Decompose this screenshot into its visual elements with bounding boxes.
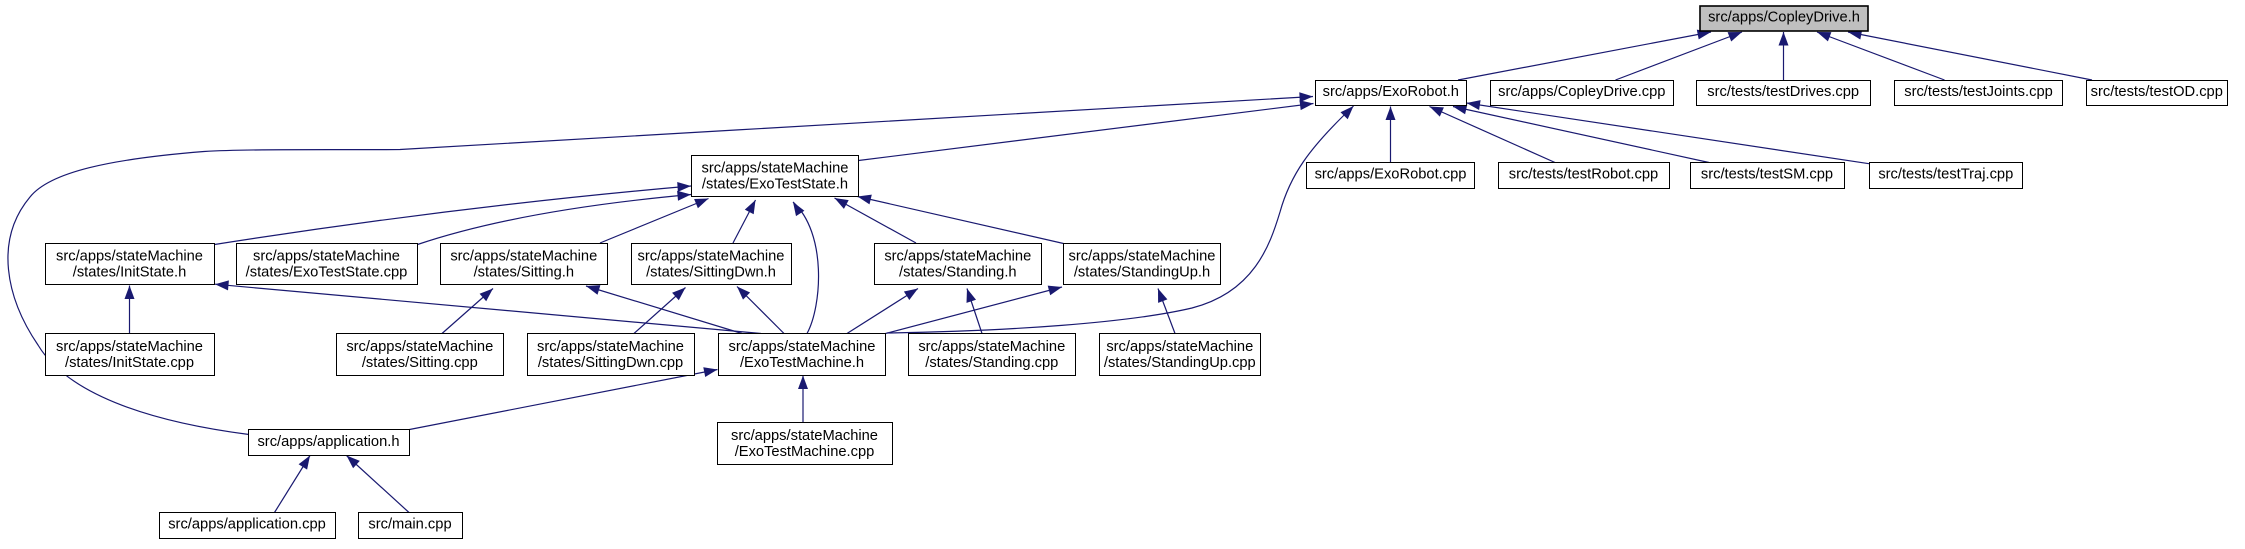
svg-text:src/apps/stateMachine: src/apps/stateMachine xyxy=(731,428,878,444)
svg-text:/states/InitState.cpp: /states/InitState.cpp xyxy=(65,355,194,371)
svg-text:src/tests/testOD.cpp: src/tests/testOD.cpp xyxy=(2091,84,2223,100)
svg-text:src/apps/stateMachine: src/apps/stateMachine xyxy=(918,339,1065,355)
svg-text:/states/Sitting.cpp: /states/Sitting.cpp xyxy=(362,355,478,371)
svg-text:src/apps/stateMachine: src/apps/stateMachine xyxy=(729,339,876,355)
svg-text:src/apps/CopleyDrive.cpp: src/apps/CopleyDrive.cpp xyxy=(1498,84,1665,100)
svg-text:/ExoTestMachine.cpp: /ExoTestMachine.cpp xyxy=(735,444,875,460)
svg-text:src/apps/stateMachine: src/apps/stateMachine xyxy=(56,339,203,355)
svg-text:src/apps/ExoRobot.h: src/apps/ExoRobot.h xyxy=(1323,84,1459,100)
svg-text:/states/Sitting.h: /states/Sitting.h xyxy=(474,264,574,280)
svg-text:src/apps/ExoRobot.cpp: src/apps/ExoRobot.cpp xyxy=(1315,167,1467,183)
svg-text:/states/StandingUp.h: /states/StandingUp.h xyxy=(1074,264,1210,280)
svg-text:src/tests/testDrives.cpp: src/tests/testDrives.cpp xyxy=(1707,84,1859,100)
svg-text:/states/InitState.h: /states/InitState.h xyxy=(73,264,186,280)
svg-text:src/apps/stateMachine: src/apps/stateMachine xyxy=(1069,248,1216,264)
svg-text:/states/Standing.h: /states/Standing.h xyxy=(899,264,1017,280)
svg-text:src/apps/stateMachine: src/apps/stateMachine xyxy=(253,248,400,264)
svg-text:/states/ExoTestState.cpp: /states/ExoTestState.cpp xyxy=(246,264,408,280)
svg-text:/states/Standing.cpp: /states/Standing.cpp xyxy=(925,355,1058,371)
svg-text:src/apps/CopleyDrive.h: src/apps/CopleyDrive.h xyxy=(1708,10,1860,26)
svg-text:src/apps/stateMachine: src/apps/stateMachine xyxy=(702,160,849,176)
svg-text:/states/ExoTestState.h: /states/ExoTestState.h xyxy=(702,176,848,192)
svg-text:src/main.cpp: src/main.cpp xyxy=(368,517,451,533)
svg-text:src/apps/stateMachine: src/apps/stateMachine xyxy=(56,248,203,264)
svg-text:src/tests/testSM.cpp: src/tests/testSM.cpp xyxy=(1701,167,1833,183)
svg-text:src/apps/stateMachine: src/apps/stateMachine xyxy=(1106,339,1253,355)
svg-text:src/apps/application.h: src/apps/application.h xyxy=(257,434,399,450)
svg-text:/ExoTestMachine.h: /ExoTestMachine.h xyxy=(740,355,864,371)
svg-text:src/apps/stateMachine: src/apps/stateMachine xyxy=(346,339,493,355)
svg-text:src/apps/stateMachine: src/apps/stateMachine xyxy=(884,248,1031,264)
svg-text:src/apps/stateMachine: src/apps/stateMachine xyxy=(638,248,785,264)
svg-text:src/apps/application.cpp: src/apps/application.cpp xyxy=(168,517,326,533)
svg-text:src/tests/testTraj.cpp: src/tests/testTraj.cpp xyxy=(1878,167,2013,183)
svg-text:/states/SittingDwn.h: /states/SittingDwn.h xyxy=(646,264,776,280)
svg-text:src/tests/testRobot.cpp: src/tests/testRobot.cpp xyxy=(1509,167,1658,183)
svg-text:src/apps/stateMachine: src/apps/stateMachine xyxy=(537,339,684,355)
svg-text:src/apps/stateMachine: src/apps/stateMachine xyxy=(450,248,597,264)
svg-text:/states/SittingDwn.cpp: /states/SittingDwn.cpp xyxy=(538,355,683,371)
svg-text:/states/StandingUp.cpp: /states/StandingUp.cpp xyxy=(1104,355,1256,371)
svg-text:src/tests/testJoints.cpp: src/tests/testJoints.cpp xyxy=(1904,84,2053,100)
